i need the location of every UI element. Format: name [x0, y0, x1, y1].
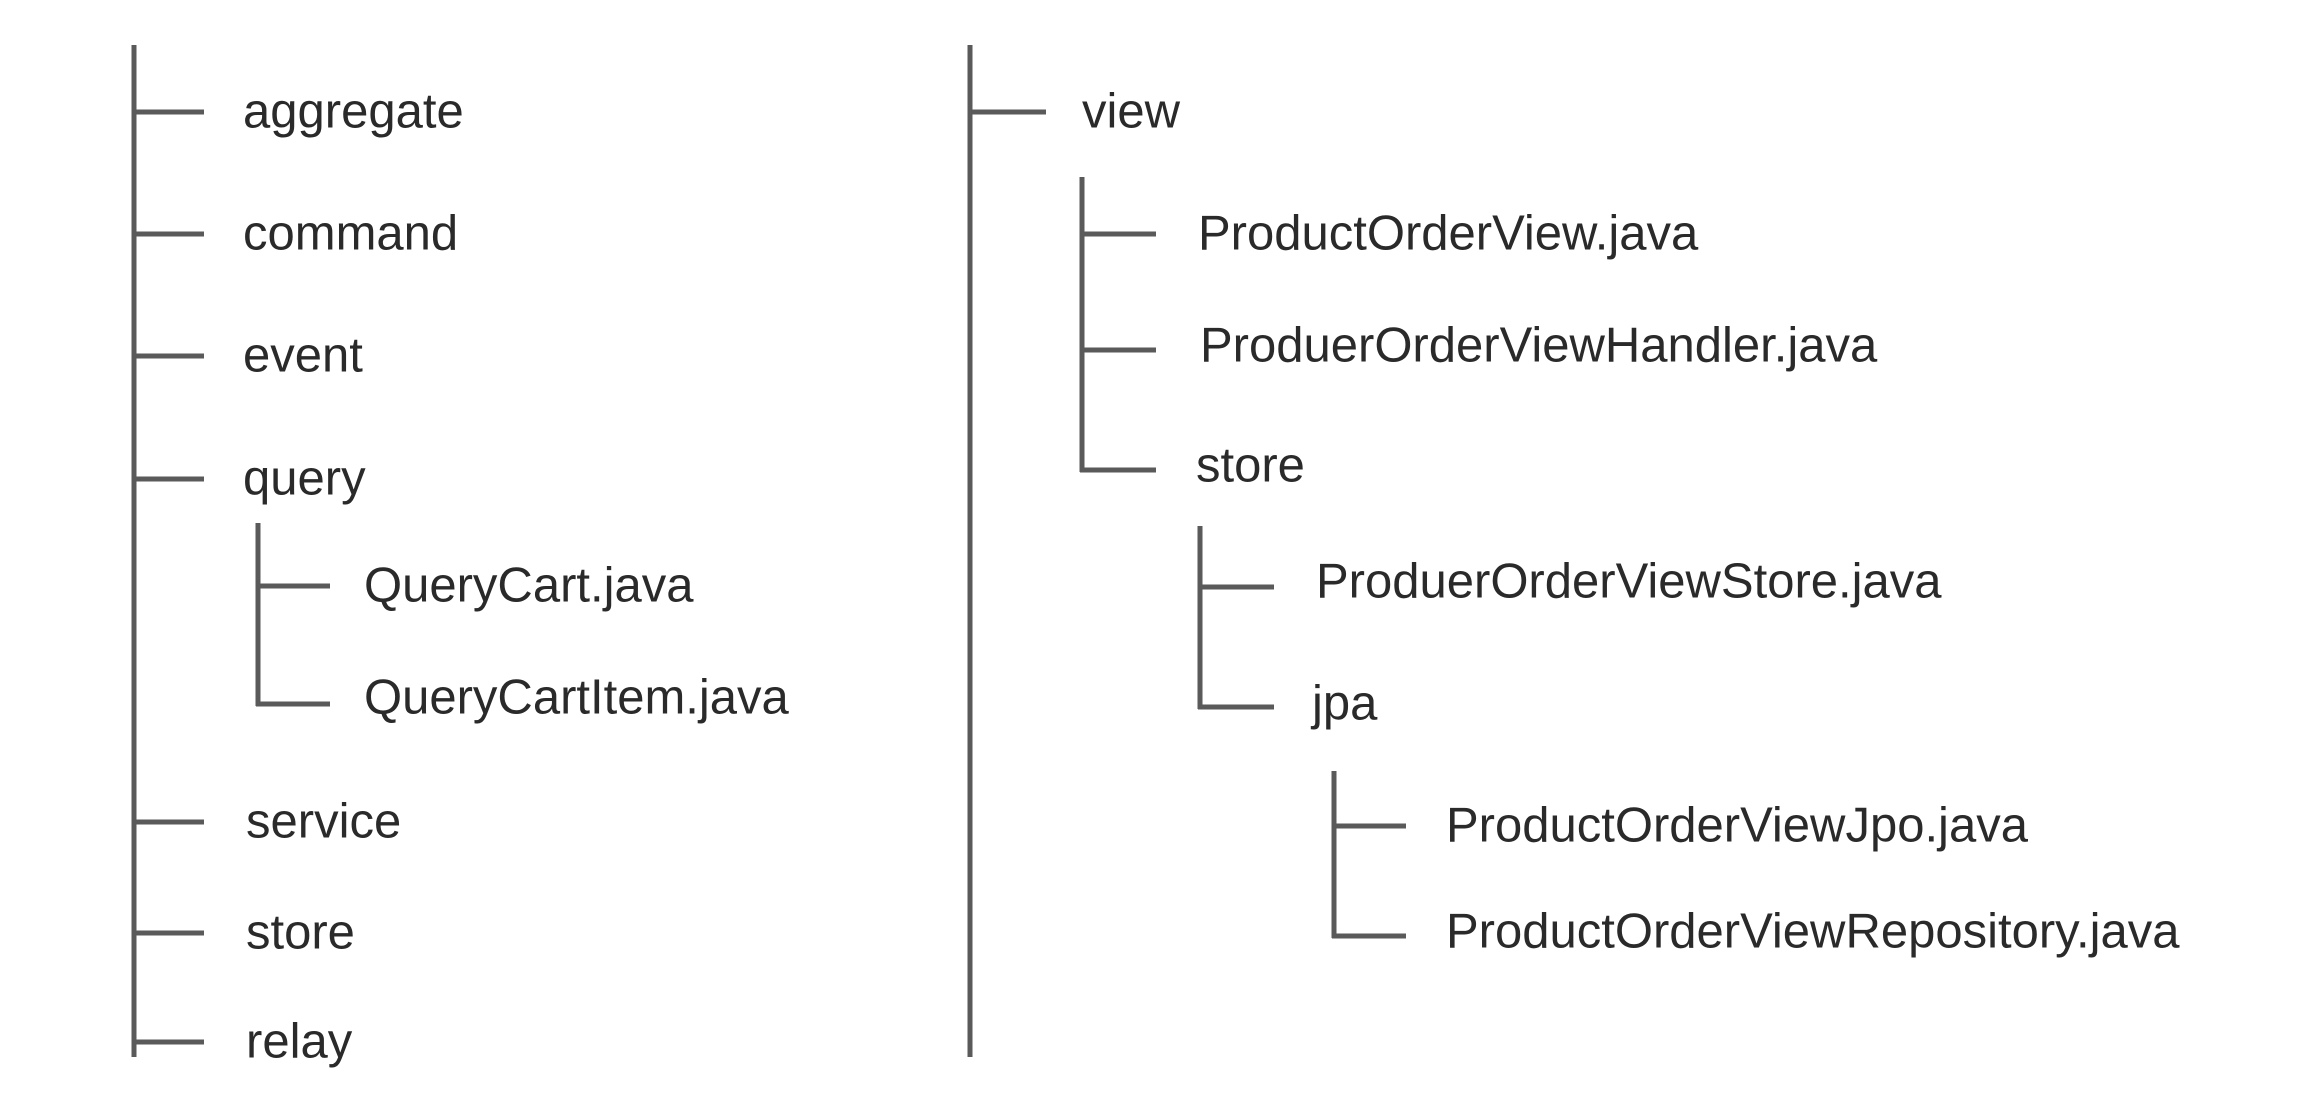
folder-label-store: store: [246, 905, 355, 960]
folder-label-jpa: jpa: [1312, 676, 1378, 731]
folder-label-service: service: [246, 794, 402, 849]
folder-label-aggregate: aggregate: [243, 84, 464, 139]
file-label-produerorderviewhandler: ProduerOrderViewHandler.java: [1200, 318, 1878, 373]
file-label-productorderviewrepository: ProductOrderViewRepository.java: [1446, 904, 2180, 959]
file-label-produerorderviewstore: ProduerOrderViewStore.java: [1316, 554, 1942, 609]
file-label-querycart: QueryCart.java: [364, 558, 694, 613]
file-label-productorderview: ProductOrderView.java: [1198, 206, 1699, 261]
folder-label-view-store: store: [1196, 438, 1305, 493]
folder-label-event: event: [243, 328, 363, 383]
file-label-productorderviewjpo: ProductOrderViewJpo.java: [1446, 798, 2028, 853]
folder-label-view: view: [1082, 84, 1181, 139]
file-label-querycartitem: QueryCartItem.java: [364, 670, 789, 725]
folder-label-command: command: [243, 206, 459, 261]
folder-label-query: query: [243, 451, 366, 506]
folder-label-relay: relay: [246, 1014, 353, 1069]
